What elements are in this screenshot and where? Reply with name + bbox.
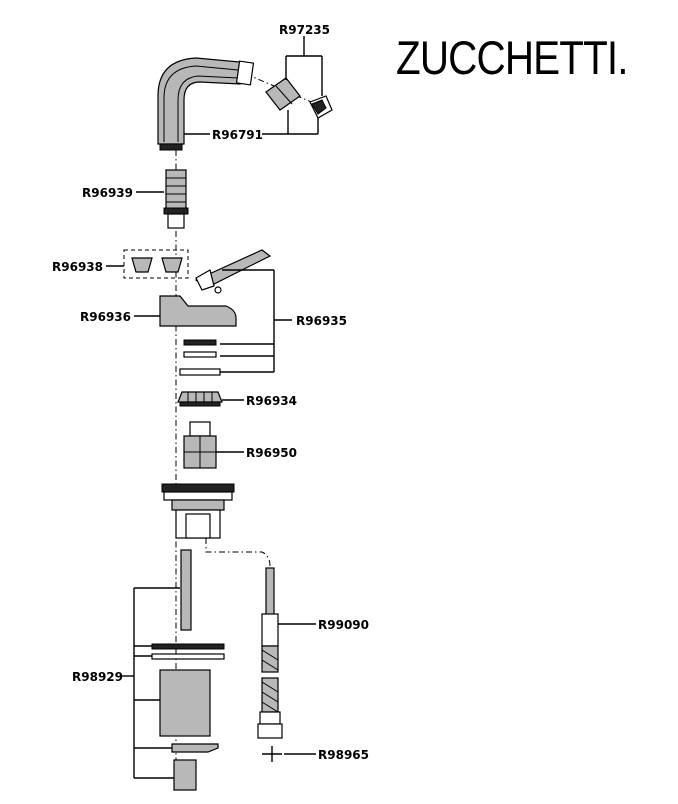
- leader-r96791: [184, 110, 319, 135]
- washers-part: [179, 339, 221, 376]
- cartridge-part: [183, 421, 244, 469]
- seal-part: [262, 746, 316, 762]
- part-label-r96939: R96939: [82, 186, 133, 200]
- part-label-r96934: R96934: [246, 394, 297, 408]
- lever-part: [194, 249, 292, 373]
- aerator-part: [265, 77, 333, 119]
- fixing-set-part: [122, 549, 225, 791]
- tap-base-part: [161, 483, 235, 539]
- part-label-r96938: R96938: [52, 260, 103, 274]
- part-label-r97235: R97235: [279, 23, 330, 37]
- pads-part: [106, 249, 189, 279]
- part-label-r96791: R96791: [212, 128, 263, 142]
- leader-r97235: [285, 36, 323, 96]
- part-label-r96950: R96950: [246, 446, 297, 460]
- part-label-r98929: R98929: [72, 670, 123, 684]
- handle-body-part: [134, 295, 237, 327]
- part-label-r96935: R96935: [296, 314, 347, 328]
- brand-logo: ZUCCHETTI.: [396, 31, 629, 84]
- spout-part: [157, 57, 255, 151]
- part-label-r99090: R99090: [318, 618, 369, 632]
- flexible-hose-part: [205, 538, 316, 739]
- connector-part: [136, 169, 189, 229]
- nut-part: [177, 391, 244, 407]
- part-label-r98965: R98965: [318, 748, 369, 762]
- part-label-r96936: R96936: [80, 310, 131, 324]
